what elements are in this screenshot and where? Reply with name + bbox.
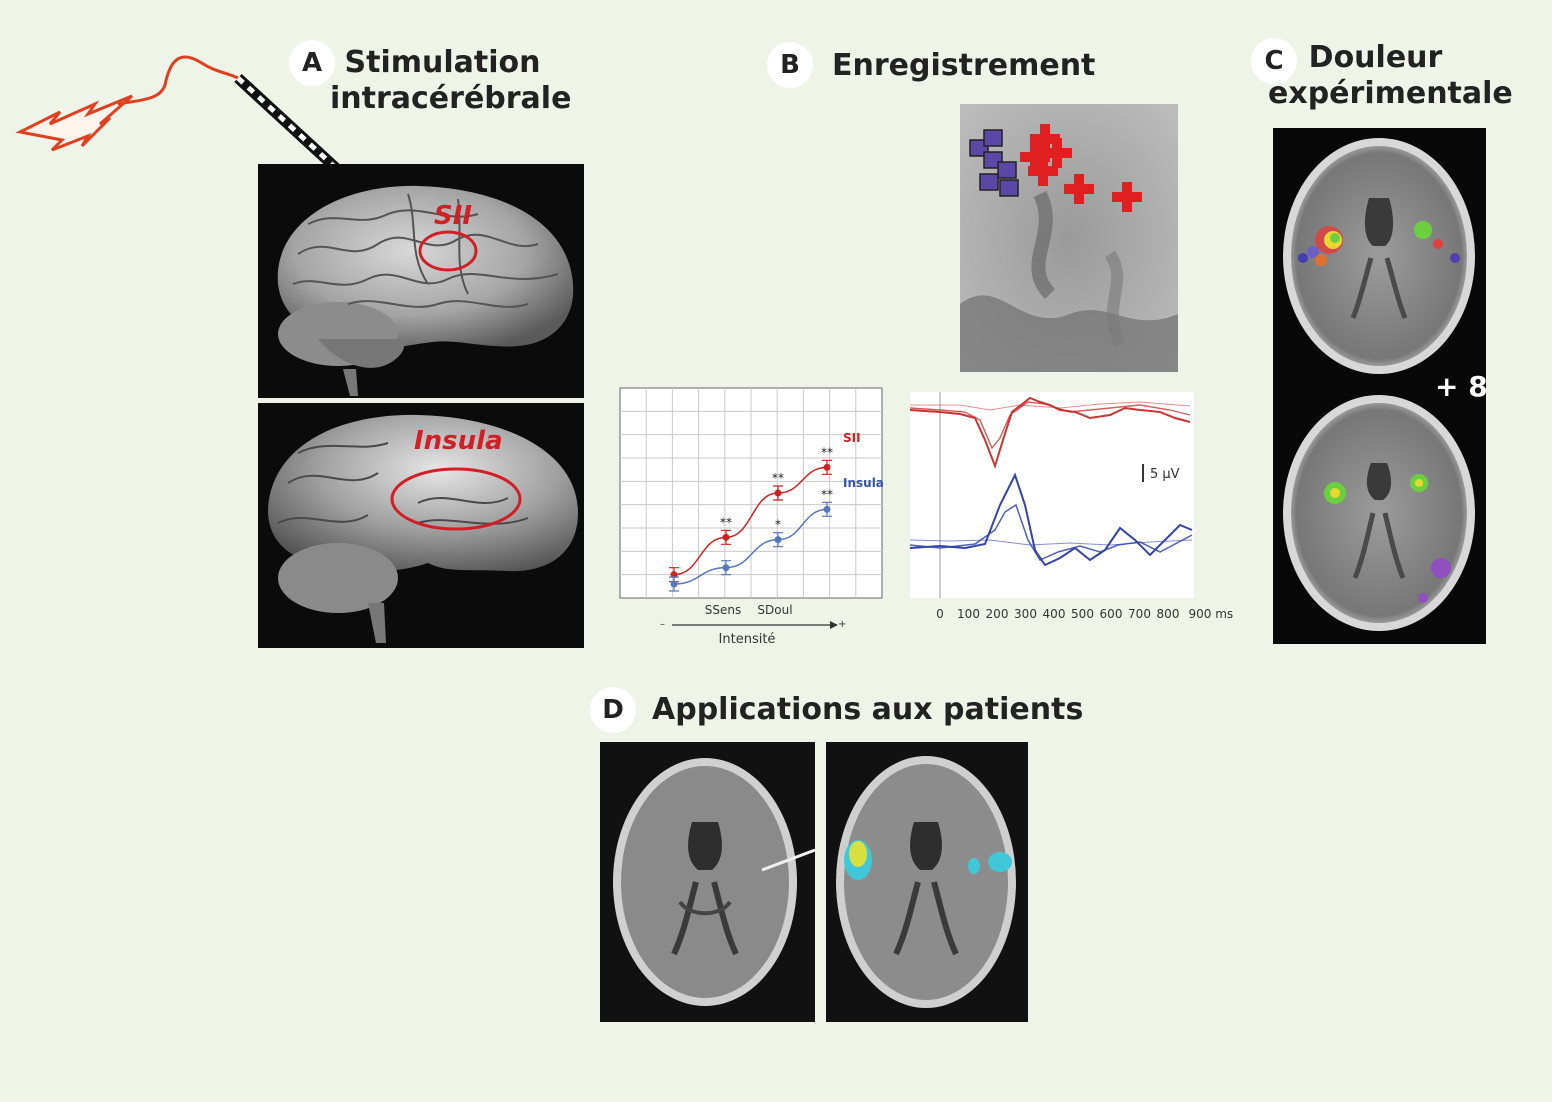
panel-a-title: Stimulation intracérébrale [330, 45, 572, 117]
panel-c-title-line2: expérimentale [1268, 76, 1513, 111]
waveform-x-tick: 500 [1071, 607, 1094, 621]
waveform-x-tick: 300 [1014, 607, 1037, 621]
insula-sites [969, 129, 1019, 197]
insula-region-marker [390, 467, 522, 531]
waveform-x-tick: 100 [957, 607, 980, 621]
insula-curve [673, 508, 828, 585]
intensity-response-chart: ********* SII Insula SSens SDoul – + Int… [619, 387, 884, 647]
x-axis-label: Intensité [719, 632, 776, 647]
significance-marker: * [775, 518, 781, 532]
stimulation-wire [117, 55, 239, 106]
sii-waveforms [909, 396, 1191, 470]
patient-activation-blobs [844, 840, 1012, 880]
insula-waveforms [909, 472, 1193, 567]
insula-data-point [774, 536, 782, 544]
activation-blobs-lower [1324, 474, 1451, 603]
axial-slice-lower [1283, 395, 1475, 631]
panel-b-badge: B [767, 42, 813, 88]
patient-fmri-activation [826, 742, 1028, 1022]
panel-c-badge: C [1251, 38, 1297, 84]
panel-a-title-line2: intracérébrale [330, 81, 572, 116]
activation-blobs-upper [1298, 221, 1460, 266]
insula-data-point [722, 564, 730, 572]
significance-marker: ** [772, 471, 784, 485]
insula-series-label: Insula [843, 476, 884, 490]
panel-d-badge: D [590, 687, 636, 733]
panel-a-badge: A [289, 40, 335, 86]
sii-series-label: SII [843, 431, 861, 445]
panel-d-title: Applications aux patients [652, 692, 1084, 727]
lesion-pointer-line [761, 848, 815, 872]
significance-marker: ** [821, 487, 833, 501]
panel-c-title: Douleur expérimentale [1268, 40, 1513, 112]
amplitude-scale-label: 5 µV [1150, 467, 1180, 482]
insula-data-point [670, 580, 678, 588]
sii-label: SII [434, 201, 472, 231]
panel-a-title-line1: Stimulation [344, 45, 541, 80]
evoked-potential-waveforms: 5 µV 0 100 200 300 400 500 600 700 800 900 ms [909, 392, 1234, 621]
experimental-pain-mri-panel: + 8 [1273, 128, 1486, 644]
x-axis-plus: + [838, 619, 846, 630]
lateral-brain-image: SII [258, 164, 584, 398]
waveform-x-tick: 600 [1100, 607, 1123, 621]
slice-offset-label: + 8 [1435, 370, 1486, 403]
waveform-x-tick: 800 [1157, 607, 1180, 621]
significance-marker: ** [720, 515, 732, 529]
waveform-x-tick: 700 [1128, 607, 1151, 621]
x-tick-sdoul: SDoul [757, 603, 792, 617]
x-axis-minus: – [660, 619, 665, 630]
medial-brain-image: Insula [258, 403, 584, 648]
recording-sites-mri [960, 104, 1178, 372]
waveform-x-tick: 0 [936, 607, 944, 621]
x-tick-ssens: SSens [705, 603, 741, 617]
waveform-x-tick: 400 [1043, 607, 1066, 621]
waveform-x-tick: 900 ms [1189, 607, 1234, 621]
axial-slice-upper [1283, 138, 1475, 374]
lightning-bolt-icon [15, 94, 133, 152]
sii-data-point [722, 533, 730, 541]
insula-data-point [823, 505, 831, 513]
panel-c-title-line1: Douleur [1308, 40, 1443, 75]
patient-lesion-mri [600, 742, 815, 1022]
sii-data-point [774, 489, 782, 497]
significance-marker: ** [821, 445, 833, 459]
sii-sites [1020, 124, 1142, 212]
sii-data-point [823, 463, 831, 471]
panel-b-title: Enregistrement [832, 48, 1096, 83]
waveform-x-tick: 200 [986, 607, 1009, 621]
sii-curve [673, 466, 828, 576]
sii-region-marker [418, 230, 478, 272]
insula-label: Insula [414, 426, 503, 456]
